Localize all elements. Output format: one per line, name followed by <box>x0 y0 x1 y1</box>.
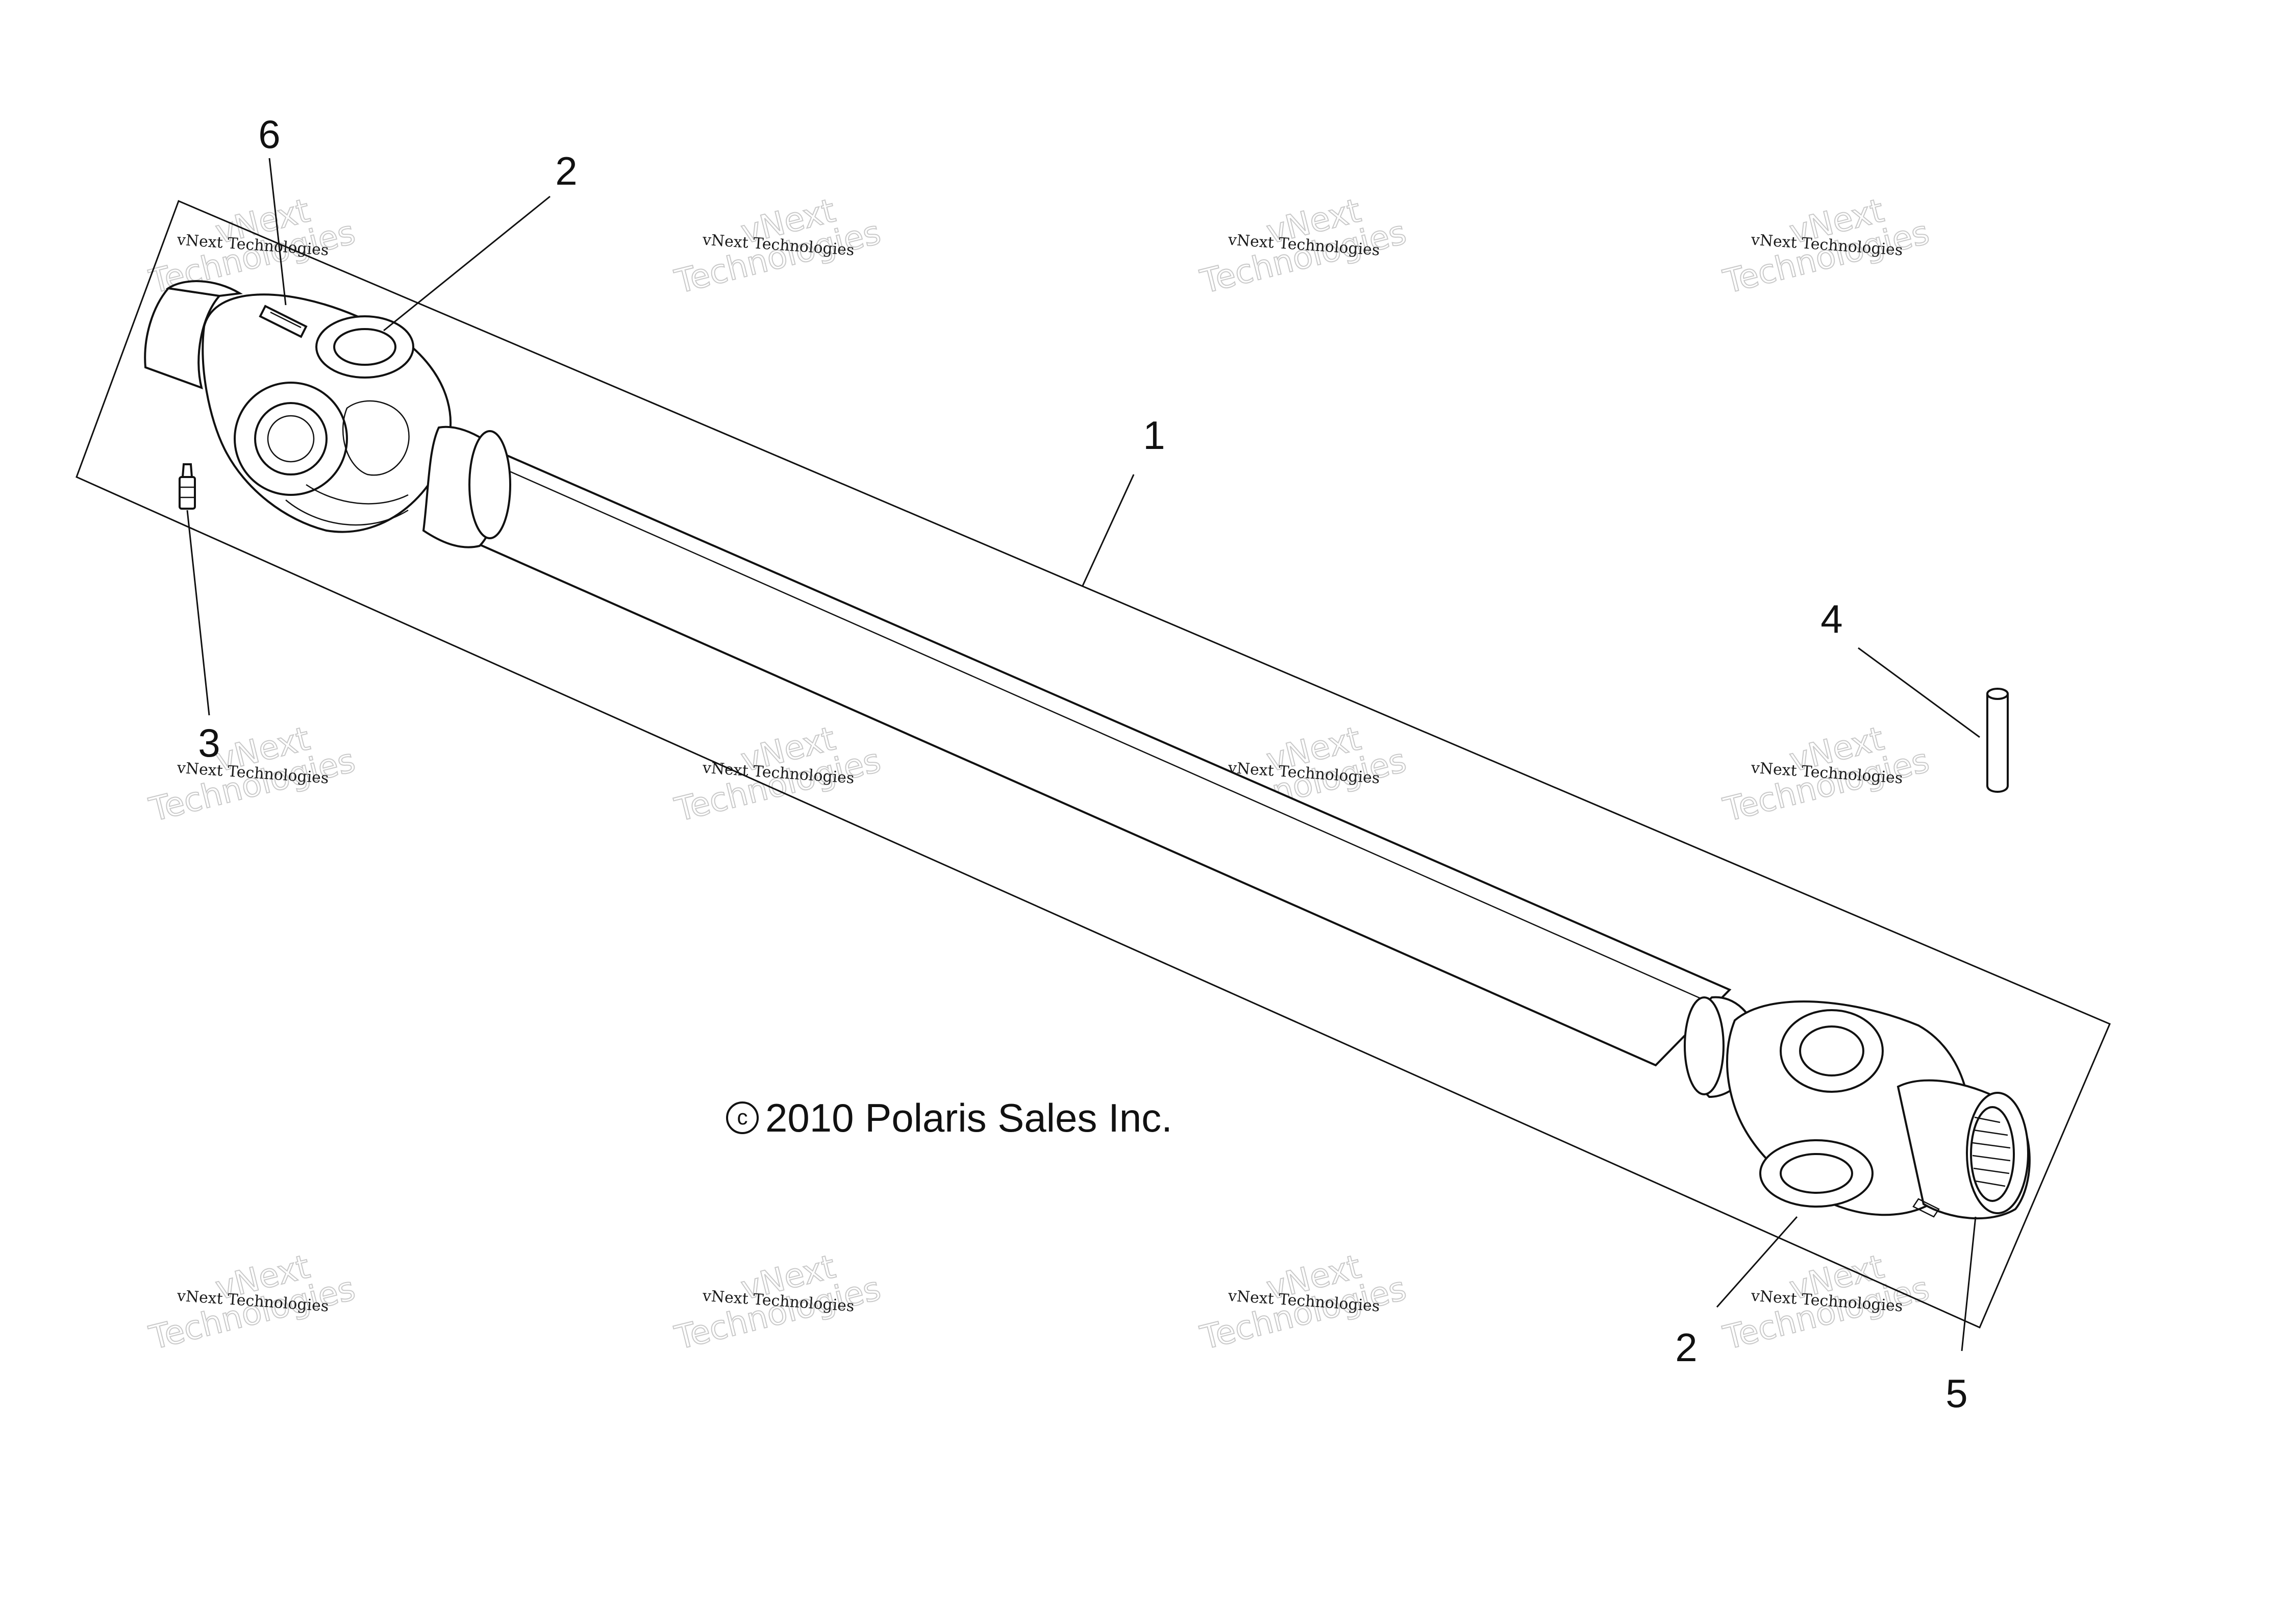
copyright-circle-icon <box>726 1101 759 1134</box>
callout-labels: 6 2 1 3 4 2 5 <box>198 112 1967 1416</box>
callout-label-2-top: 2 <box>555 148 577 193</box>
callout-label-1: 1 <box>1143 413 1165 458</box>
leader-lines <box>186 158 1980 1351</box>
copyright-text: 2010 Polaris Sales Inc. <box>765 1095 1172 1140</box>
callout-label-3: 3 <box>198 720 220 765</box>
spline-teeth <box>1972 1116 2011 1187</box>
pin <box>1986 688 2009 793</box>
left-ujoint-assembly <box>144 280 511 548</box>
copyright-notice: c 2010 Polaris Sales Inc. <box>726 1095 1172 1140</box>
right-ujoint-assembly <box>1684 996 2031 1220</box>
assembly-boundary-box <box>76 200 2111 1329</box>
copyright-symbol: c <box>737 1105 748 1129</box>
drive-shaft-tube <box>460 446 1732 1067</box>
callout-label-4: 4 <box>1820 596 1842 641</box>
grease-fitting <box>179 463 196 510</box>
callout-label-6: 6 <box>258 112 280 157</box>
callout-label-2-bottom: 2 <box>1675 1325 1697 1370</box>
callout-label-5: 5 <box>1945 1371 1967 1416</box>
